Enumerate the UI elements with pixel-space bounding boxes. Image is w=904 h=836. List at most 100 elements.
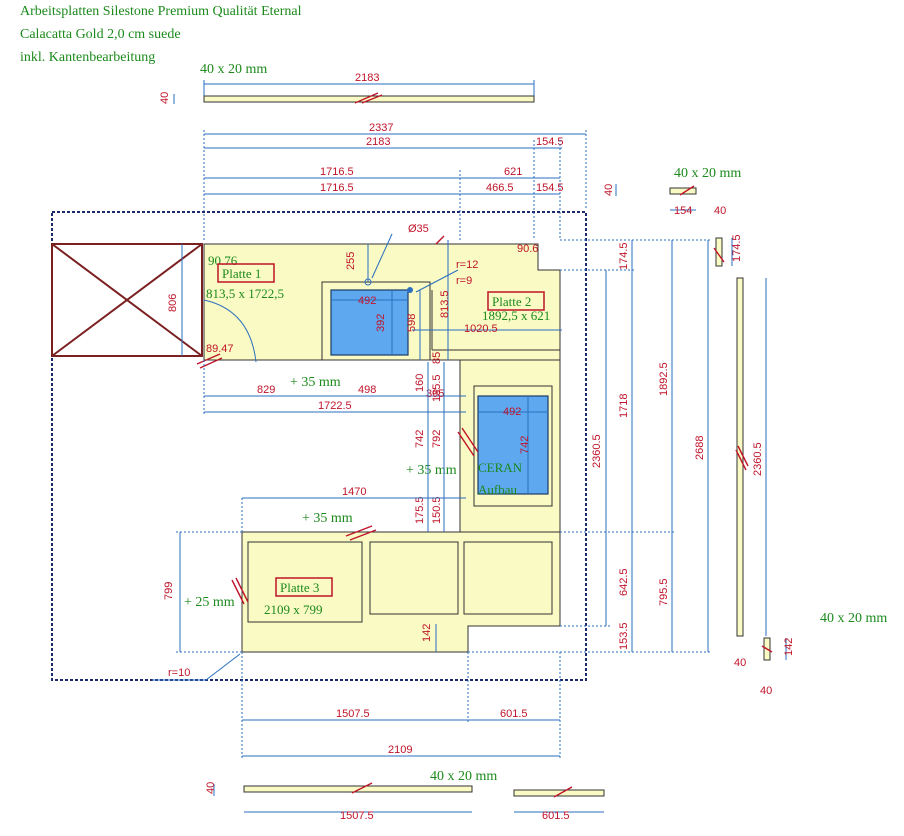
dim-2183: 2183 [366, 136, 390, 148]
dim-153-5: 153.5 [618, 622, 630, 650]
plate-3-name: Platte 3 [280, 580, 319, 595]
dim-85: 85 [431, 352, 443, 364]
plate-3-size: 2109 x 799 [264, 602, 323, 617]
side-strip-width: 40 [714, 205, 726, 217]
dim-1507-5: 1507.5 [336, 708, 370, 720]
dim-498: 498 [358, 384, 376, 396]
dim-792: 792 [431, 430, 443, 448]
right-strip-width: 40 [734, 657, 746, 669]
plate-2-size: 1892,5 x 621 [482, 308, 550, 323]
dim-142: 142 [421, 624, 433, 642]
dim-r12: r=12 [456, 259, 478, 271]
right-strip-length: 2360.5 [752, 442, 764, 476]
right-piece-height: 142 [783, 638, 795, 656]
dim-395: 395 [426, 388, 444, 400]
header-line-1: Arbeitsplatten Silestone Premium Qualitä… [20, 4, 302, 19]
plate-2-label: Platte 2 1892,5 x 621 [482, 291, 550, 323]
dim-742-a: 742 [414, 430, 426, 448]
sink-cutout [330, 289, 409, 356]
dim-466-5: 466.5 [486, 182, 514, 194]
dim-598: 598 [406, 314, 418, 332]
dim-160: 160 [414, 374, 426, 392]
dim-255: 255 [345, 252, 357, 270]
dim-135-5: 135.5 [431, 374, 443, 402]
sink-dimensions: 492 392 598 255 Ø35 813.5 r=12 r=9 1020.… [331, 223, 562, 360]
bottom-edge-strips: 40 x 20 mm 40 1507.5 601.5 [205, 769, 605, 822]
tall-cabinet: 806 [51, 243, 203, 357]
dim-r9: r=9 [456, 275, 472, 287]
dim-r10: r=10 [168, 667, 190, 679]
dim-2109: 2109 [388, 744, 412, 756]
header-line-3: inkl. Kantenbearbeitung [20, 50, 155, 65]
top-dimensions: 2337 2183 154.5 1716.5 621 1716.5 466.5 … [203, 122, 587, 240]
dim-90-6: 90.6 [517, 243, 538, 255]
plate-1-2-slab: 90.76 90.6 89.47 [196, 235, 561, 383]
right-vertical-dimensions: 2360.5 174.5 1718 642.5 153.5 1892.5 795… [421, 239, 710, 653]
bottom-dimensions: 1507.5 601.5 2109 [241, 652, 561, 760]
small-strip-size: 40 x 20 mm [674, 166, 741, 181]
dim-1716-5-b: 1716.5 [320, 182, 354, 194]
dim-492-b: 492 [503, 406, 521, 418]
plate-1-label: Platte 1 813,5 x 1722,5 [206, 263, 284, 301]
dim-1722-5: 1722.5 [318, 400, 352, 412]
plate-1-name: Platte 1 [222, 266, 261, 281]
ceran-label-1: CERAN [478, 460, 523, 475]
bottom-strip-size: 40 x 20 mm [430, 769, 497, 784]
right-strip-size: 40 x 20 mm [820, 611, 887, 626]
dim-175-5: 175.5 [414, 496, 426, 524]
dim-795-5: 795.5 [658, 578, 670, 606]
plate-3-vertical-dimension: 799 r=10 [152, 531, 242, 681]
dim-2337: 2337 [369, 122, 393, 134]
ceran-label-2: Aufbau [478, 482, 517, 497]
header-line-2: Calacatta Gold 2,0 cm suede [20, 27, 181, 42]
dim-799: 799 [163, 582, 175, 600]
small-edge-strip: 40 x 20 mm 40 154 [603, 166, 741, 217]
small-strip-length: 154 [674, 205, 692, 217]
dim-1892-5: 1892.5 [658, 362, 670, 396]
bottom-strip-length-1: 1507.5 [340, 810, 374, 822]
top-edge-strip: 40 x 20 mm 2183 40 [159, 62, 535, 104]
dim-174-5-a: 174.5 [618, 242, 630, 270]
dim-642-5: 642.5 [618, 568, 630, 596]
note-plus-35-c: + 35 mm [302, 511, 353, 526]
side-small-strip: 40 174.5 [713, 205, 743, 267]
room-outline [51, 211, 587, 681]
side-strip-height: 174.5 [731, 234, 743, 262]
dim-2360-5-a: 2360.5 [591, 434, 603, 468]
dim-742-b: 742 [519, 436, 531, 454]
right-edge-strip: 2360.5 40 x 20 mm 142 40 40 [734, 277, 887, 697]
dim-1470: 1470 [342, 486, 366, 498]
plate-1-size: 813,5 x 1722,5 [206, 286, 284, 301]
note-plus-35-b: + 35 mm [406, 463, 457, 478]
bottom-strip-height: 40 [205, 782, 217, 794]
top-strip-length: 2183 [355, 72, 379, 84]
dim-829: 829 [257, 384, 275, 396]
dim-d35: Ø35 [408, 223, 429, 235]
middle-slab: 492 742 CERAN Aufbau [457, 359, 561, 533]
bottom-strip-length-2: 601.5 [542, 810, 570, 822]
plate-2-name: Platte 2 [492, 294, 531, 309]
top-strip-size: 40 x 20 mm [200, 62, 267, 77]
dim-621: 621 [504, 166, 522, 178]
dim-2688: 2688 [694, 436, 706, 460]
dim-154-5-a: 154.5 [536, 136, 564, 148]
middle-horizontal-dimensions: 829 498 395 1722.5 160 85 135.5 742 792 … [203, 352, 466, 532]
top-strip-height: 40 [159, 92, 171, 104]
dim-1020-5: 1020.5 [464, 323, 498, 335]
plate-3-label: Platte 3 2109 x 799 [264, 577, 333, 617]
note-plus-35-a: + 35 mm [290, 375, 341, 390]
right-piece-width: 40 [760, 685, 772, 697]
dim-492-a: 492 [358, 295, 376, 307]
dim-806: 806 [167, 294, 179, 312]
dim-392: 392 [375, 314, 387, 332]
dim-1718: 1718 [618, 394, 630, 418]
dim-813-5: 813.5 [439, 290, 451, 318]
dim-1716-5-a: 1716.5 [320, 166, 354, 178]
small-strip-height: 40 [603, 184, 615, 196]
note-plus-25: + 25 mm [184, 595, 235, 610]
dim-154-5-b: 154.5 [536, 182, 564, 194]
dim-601-5: 601.5 [500, 708, 528, 720]
dim-89-47: 89.47 [206, 343, 234, 355]
dim-150-5: 150.5 [431, 496, 443, 524]
